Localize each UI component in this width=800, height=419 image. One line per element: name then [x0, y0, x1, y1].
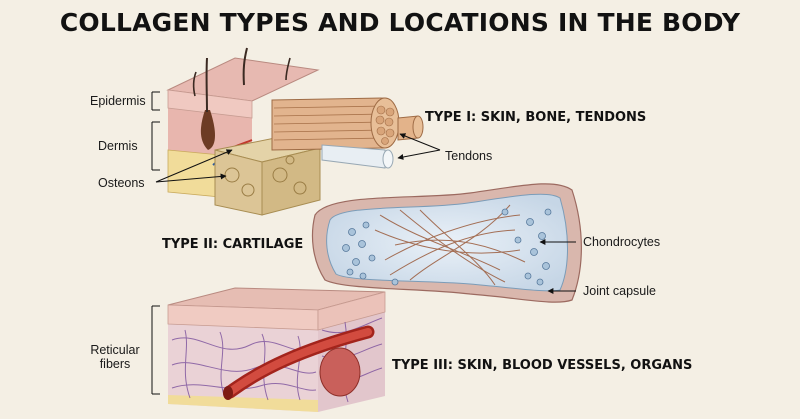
cartilage-section — [311, 183, 582, 303]
label-reticular-line1: Reticular — [90, 343, 140, 357]
skin-block-type3 — [167, 287, 386, 412]
label-chondrocytes: Chondrocytes — [583, 235, 661, 249]
type1-leaders — [151, 91, 441, 183]
type2-leaders — [539, 239, 576, 294]
type3-leaders — [151, 305, 160, 395]
label-dermis: Dermis — [98, 139, 138, 153]
bone-block — [214, 137, 321, 216]
label-joint-capsule: Joint capsule — [583, 284, 656, 298]
heading-type3: TYPE III: SKIN, BLOOD VESSELS, ORGANS — [392, 358, 693, 373]
label-reticular-line2: fibers — [99, 357, 131, 371]
tendon-bundle — [271, 97, 424, 169]
label-tendons: Tendons — [445, 149, 493, 163]
heading-type2: TYPE II: CARTILAGE — [162, 237, 304, 252]
label-reticular-fibers: Reticular fibers — [82, 343, 148, 371]
label-osteons: Osteons — [98, 176, 145, 190]
heading-type1: TYPE I: SKIN, BONE, TENDONS — [425, 110, 647, 125]
label-epidermis: Epidermis — [90, 94, 146, 108]
page-title: COLLAGEN TYPES AND LOCATIONS IN THE BODY — [59, 8, 741, 37]
